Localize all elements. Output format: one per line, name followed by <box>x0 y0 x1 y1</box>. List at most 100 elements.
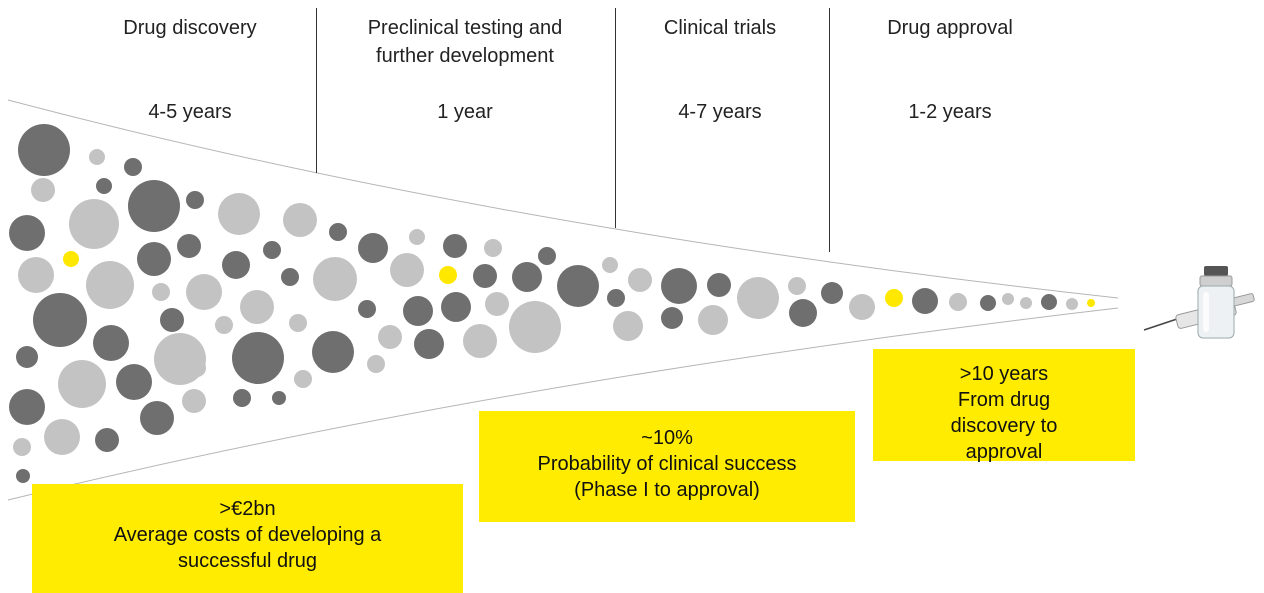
callout-probability-description: Probability of clinical success (Phase I… <box>537 453 797 501</box>
stage-duration-clinical-trials: 4-7 years <box>678 101 762 123</box>
compound-circle <box>152 283 170 301</box>
compound-circle <box>177 234 201 258</box>
compound-circle <box>18 257 54 293</box>
callout-duration-description: From drug discovery to approval <box>950 389 1058 463</box>
compound-circle <box>661 307 683 329</box>
compound-circle <box>233 389 251 407</box>
compound-circle <box>294 370 312 388</box>
callout-probability: ~10% Probability of clinical success (Ph… <box>479 411 855 522</box>
compound-circle <box>182 389 206 413</box>
compound-circle <box>484 239 502 257</box>
compound-circle <box>222 251 250 279</box>
compound-circle <box>329 223 347 241</box>
compound-circle <box>93 325 129 361</box>
compound-circle <box>86 261 134 309</box>
compound-circle <box>390 253 424 287</box>
highlighted-compound-circle <box>1087 299 1095 307</box>
compound-circle <box>31 178 55 202</box>
compound-circle <box>473 264 497 288</box>
stage-duration-drug-discovery: 4-5 years <box>148 101 232 123</box>
compound-circle <box>9 389 45 425</box>
compound-circle <box>95 428 119 452</box>
funnel-outline-bottom <box>7 307 1119 501</box>
compound-circle <box>16 469 30 483</box>
compound-circle <box>263 241 281 259</box>
compound-circle <box>367 355 385 373</box>
compound-circle <box>358 233 388 263</box>
highlighted-compound-circle <box>885 289 903 307</box>
compound-circle <box>698 305 728 335</box>
callout-probability-headline: ~10% <box>641 427 693 449</box>
compound-circle <box>463 324 497 358</box>
compound-circle <box>215 316 233 334</box>
compound-circle <box>509 301 561 353</box>
compound-circle <box>1002 293 1014 305</box>
compound-circle <box>96 178 112 194</box>
compound-circle <box>124 158 142 176</box>
callout-duration: >10 years From drug discovery to approva… <box>873 349 1135 463</box>
compound-circle <box>403 296 433 326</box>
compound-circle <box>628 268 652 292</box>
compound-circle <box>69 199 119 249</box>
stage-divider-3 <box>829 8 830 252</box>
compound-circle <box>607 289 625 307</box>
compound-circle <box>912 288 938 314</box>
compound-circle <box>980 295 996 311</box>
compound-circle <box>186 274 222 310</box>
vaccine-vial-and-syringe-icon <box>1143 266 1255 339</box>
compound-circle <box>821 282 843 304</box>
compound-circle <box>557 265 599 307</box>
compound-circle <box>849 294 875 320</box>
compound-circle <box>289 314 307 332</box>
compound-circle <box>602 257 618 273</box>
compound-circle <box>409 229 425 245</box>
stage-title-drug-approval: Drug approval <box>887 17 1013 39</box>
compound-circle <box>186 191 204 209</box>
compound-circle <box>232 332 284 384</box>
callout-cost: >€2bn Average costs of developing a succ… <box>32 484 463 593</box>
compound-circle <box>58 360 106 408</box>
stage-duration-drug-approval: 1-2 years <box>908 101 992 123</box>
compound-circle <box>789 299 817 327</box>
compound-circle <box>16 346 38 368</box>
compound-circle <box>1020 297 1032 309</box>
compound-circle <box>272 391 286 405</box>
compound-circle <box>512 262 542 292</box>
compound-circle <box>949 293 967 311</box>
compound-circle <box>13 438 31 456</box>
callout-cost-description: Average costs of developing a successful… <box>113 524 382 572</box>
compound-circle <box>485 292 509 316</box>
funnel-outline-top <box>7 99 1119 299</box>
compound-circle <box>154 333 206 385</box>
compound-circle <box>240 290 274 324</box>
stage-title-preclinical: Preclinical testing and further developm… <box>367 17 563 67</box>
compound-circle <box>1041 294 1057 310</box>
compound-circle <box>707 273 731 297</box>
stage-divider-1 <box>316 8 317 173</box>
compound-circle <box>89 149 105 165</box>
compound-circle <box>312 331 354 373</box>
compound-circle <box>281 268 299 286</box>
compound-circle <box>18 124 70 176</box>
compound-circle <box>44 419 80 455</box>
callout-duration-headline: >10 years <box>959 363 1049 385</box>
compound-circle <box>9 215 45 251</box>
highlighted-compound-circle <box>439 266 457 284</box>
compound-circle <box>613 311 643 341</box>
compound-circle <box>116 364 152 400</box>
callout-cost-headline: >€2bn <box>219 498 276 520</box>
compound-circles <box>9 124 1095 483</box>
compound-circle <box>661 268 697 304</box>
compound-circle <box>378 325 402 349</box>
compound-circle <box>313 257 357 301</box>
compound-circle <box>538 247 556 265</box>
compound-circle <box>788 277 806 295</box>
stage-divider-2 <box>615 8 616 228</box>
compound-circle <box>137 242 171 276</box>
compound-circle <box>128 180 180 232</box>
compound-circle <box>1066 298 1078 310</box>
compound-circle <box>140 401 174 435</box>
compound-circle <box>358 300 376 318</box>
compound-circle <box>283 203 317 237</box>
